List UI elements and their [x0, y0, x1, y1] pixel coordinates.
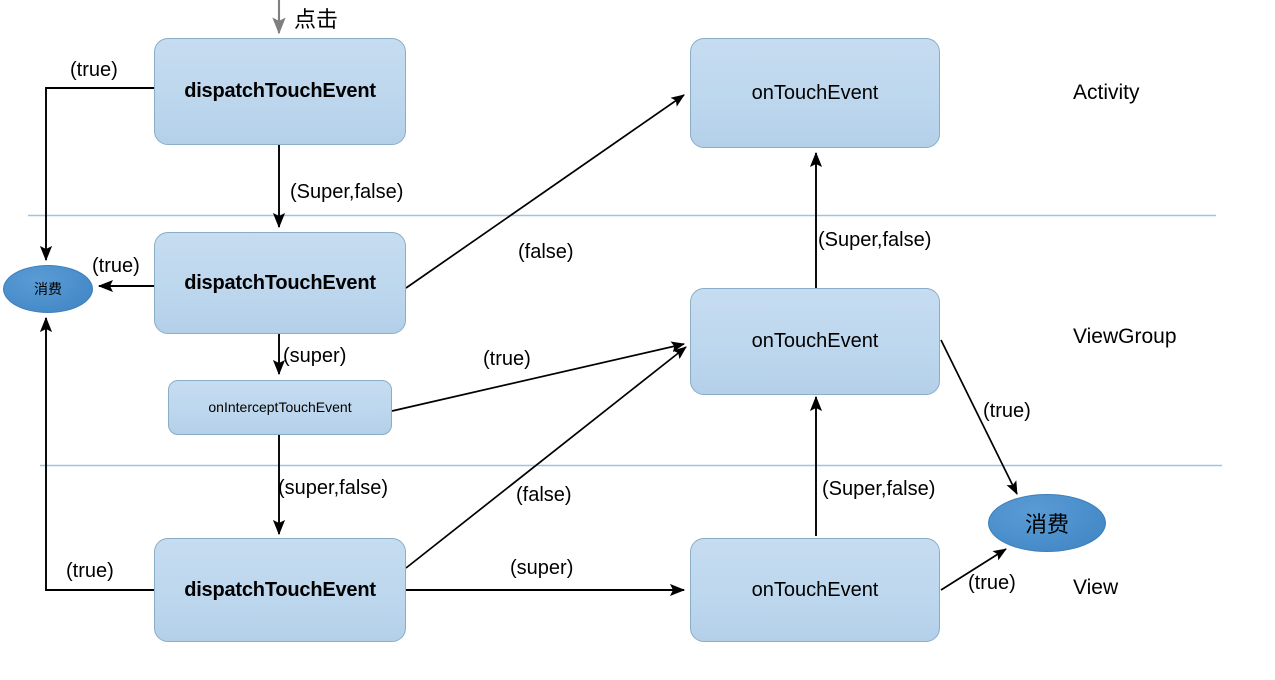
node-consume-left[interactable]: 消费 — [3, 265, 93, 313]
node-view-on-touch-event[interactable]: onTouchEvent — [690, 538, 940, 642]
edge-label-view-dispatch-to-consume: (true) — [66, 560, 114, 582]
edge-label-activity-dispatch-to-consume: (true) — [70, 59, 118, 81]
edge-label-vg-dispatch-to-intercept: (super) — [283, 345, 347, 367]
edge-label-entry-click: 点击 — [294, 7, 339, 32]
node-view-dispatch-touch-event[interactable]: dispatchTouchEvent — [154, 538, 406, 642]
node-consume-right[interactable]: 消费 — [988, 494, 1106, 552]
lane-label-viewgroup: ViewGroup — [1073, 325, 1177, 348]
edge-label-view-dispatch-to-view-ontouch: (super) — [510, 557, 574, 579]
edge-label-view-dispatch-to-vg-ontouch: (false) — [516, 484, 572, 506]
edge-label-vg-dispatch-to-consume: (true) — [92, 255, 140, 277]
node-activity-on-touch-event[interactable]: onTouchEvent — [690, 38, 940, 148]
edge-label-intercept-to-view-dispatch: (super,false) — [278, 477, 389, 499]
lane-label-activity: Activity — [1073, 81, 1140, 104]
edge-label-intercept-to-vg-ontouch: (true) — [483, 348, 531, 370]
node-activity-dispatch-touch-event[interactable]: dispatchTouchEvent — [154, 38, 406, 145]
edge-label-activity-dispatch-to-vg-dispatch: (Super,false) — [290, 181, 404, 203]
edge-label-vg-dispatch-to-activity-ontouch: (false) — [518, 241, 574, 263]
node-viewgroup-on-intercept-touch-event[interactable]: onInterceptTouchEvent — [168, 380, 392, 435]
node-viewgroup-on-touch-event[interactable]: onTouchEvent — [690, 288, 940, 395]
edge-label-vg-ontouch-to-consume: (true) — [983, 400, 1031, 422]
lane-label-view: View — [1073, 576, 1119, 599]
edge-activity-dispatch-to-consume — [39, 87, 154, 262]
edge-view-dispatch-to-consume — [39, 316, 154, 591]
edge-view-dispatch-to-vg-ontouch — [405, 346, 687, 569]
node-viewgroup-dispatch-touch-event[interactable]: dispatchTouchEvent — [154, 232, 406, 334]
edge-label-view-ontouch-to-vg-ontouch: (Super,false) — [822, 478, 936, 500]
edge-intercept-to-vg-ontouch — [391, 341, 685, 412]
edge-label-vg-ontouch-to-activity-ontouch: (Super,false) — [818, 229, 932, 251]
edge-label-view-ontouch-to-consume: (true) — [968, 572, 1016, 594]
